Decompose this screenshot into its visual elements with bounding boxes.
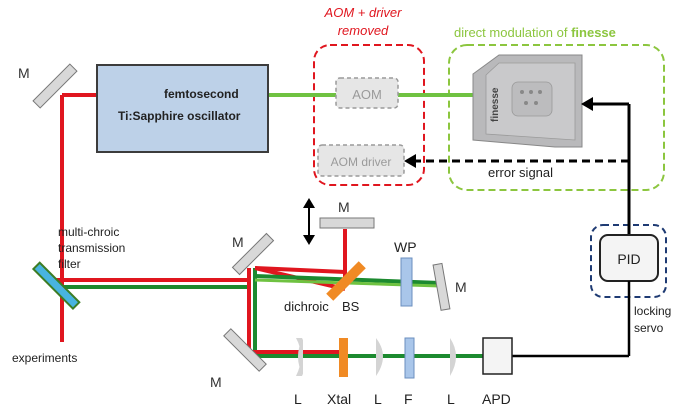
lens-1-left	[298, 338, 303, 376]
finesse-laser-device: finesse	[472, 54, 583, 148]
locking-servo-label-line2: servo	[634, 321, 664, 335]
filter-f-label: F	[404, 391, 413, 407]
direct-modulation-label: direct modulation of finesse	[454, 25, 616, 40]
mirror-right	[432, 262, 451, 311]
waveplate	[400, 257, 413, 307]
pid-label: PID	[617, 251, 640, 267]
feedback-arrowhead	[581, 97, 593, 111]
aom-driver-box	[317, 144, 405, 177]
experiments-label: experiments	[12, 351, 77, 365]
aom-removed-box	[313, 44, 425, 186]
finesse-brand-label: finesse	[571, 25, 616, 40]
lens-3	[450, 338, 456, 376]
mirror-top-left	[32, 63, 78, 109]
crystal-xtal	[339, 338, 348, 377]
multichroic-filter	[31, 261, 81, 311]
dichroic-label: dichroic	[284, 299, 329, 314]
direct-modulation-prefix: direct modulation of	[454, 25, 571, 40]
lens-3-label: L	[447, 391, 455, 407]
mirror-top-label: M	[338, 199, 350, 215]
filter-label-line3: filter	[58, 257, 81, 271]
oscillator-box	[96, 64, 269, 153]
xtal-label: Xtal	[327, 391, 351, 407]
aom-box	[335, 77, 399, 109]
mirror-middle	[231, 232, 275, 276]
translation-arrow-up-icon	[303, 198, 315, 208]
error-signal-label: error signal	[488, 165, 553, 180]
finesse-device-text: finesse	[490, 87, 501, 122]
lens-2-label: L	[374, 391, 382, 407]
mirror-bottom	[223, 328, 267, 372]
bs-label: BS	[342, 299, 360, 314]
mirror-top-translating	[319, 217, 375, 229]
filter-f	[404, 337, 415, 379]
mirror-bottom-label: M	[210, 374, 222, 390]
aom-removed-label-line2: removed	[338, 23, 389, 38]
dichroic-beamsplitter	[326, 261, 366, 301]
filter-label-line1: multi-chroic	[58, 225, 119, 239]
oscillator-label-line2: Ti:Sapphire oscillator	[118, 109, 241, 123]
aom-driver-label: AOM driver	[331, 155, 392, 169]
mirror-middle-label: M	[232, 234, 244, 250]
aom-removed-label-line1: AOM + driver	[324, 5, 403, 20]
error-signal-arrowhead	[404, 154, 416, 168]
apd-detector	[482, 337, 513, 375]
mirror-right-label: M	[455, 279, 467, 295]
oscillator-label-line1: femtosecond	[164, 87, 239, 101]
lens-2	[376, 338, 383, 376]
lens-1-label: L	[294, 391, 302, 407]
mirror-top-left-label: M	[18, 65, 30, 81]
waveplate-label: WP	[394, 239, 417, 255]
aom-label: AOM	[352, 87, 382, 102]
translation-arrow-down-icon	[303, 235, 315, 245]
apd-label: APD	[482, 391, 511, 407]
red-beam-to-bs	[254, 266, 346, 274]
filter-label-line2: transmission	[58, 241, 125, 255]
locking-servo-label-line1: locking	[634, 304, 671, 318]
direct-modulation-box	[448, 44, 665, 191]
